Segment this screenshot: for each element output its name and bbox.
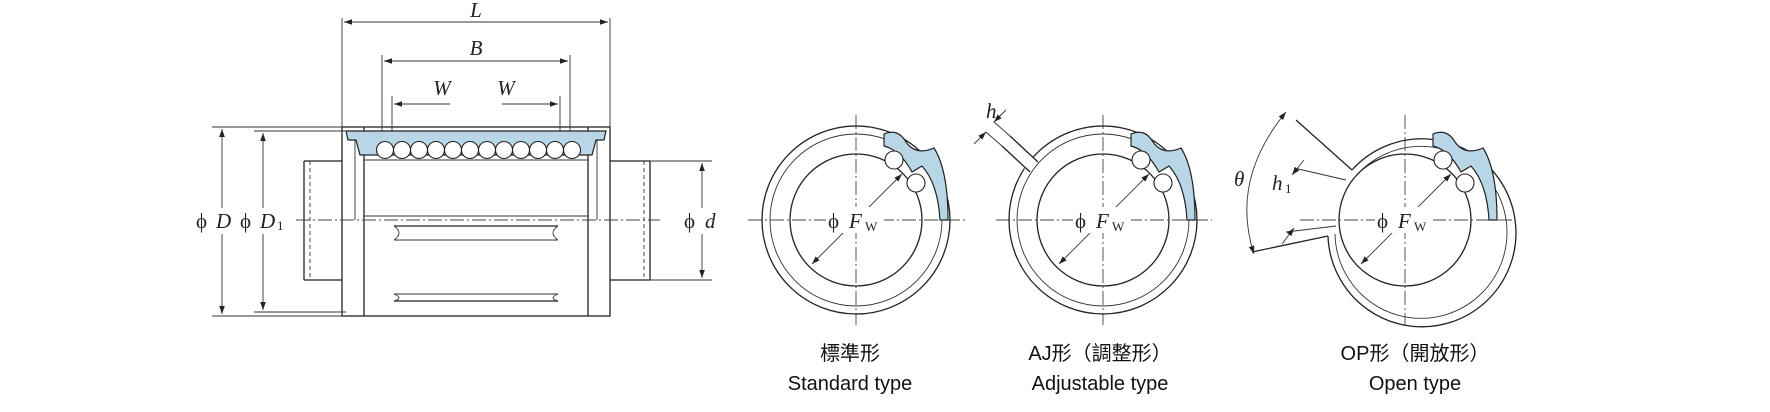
open-theta-label: θ (1234, 167, 1244, 191)
open-Fw-subscript: W (1414, 219, 1427, 234)
standard-ball (906, 173, 926, 193)
dimension-D1-subscript: 1 (277, 218, 284, 233)
adjustable-Fw-label: F (1095, 209, 1109, 233)
dimension-D1-phi: ϕ (240, 209, 251, 233)
standard-ball (884, 150, 904, 170)
adjustable-outer-ring (1008, 125, 1198, 315)
dimension-L-label: L (469, 0, 482, 22)
open-theta-arc (1246, 111, 1287, 255)
ball-row (375, 140, 582, 160)
open-bore (1338, 153, 1472, 287)
outer-sleeve-outline (341, 126, 611, 317)
adjustable-Fw-phi: ϕ (1075, 209, 1086, 233)
open-ball (1433, 150, 1453, 170)
dimension-D-label: D (215, 209, 231, 233)
standard-Fw-subscript: W (865, 219, 878, 234)
adjustable-ball (1153, 173, 1173, 193)
adjustable-bore (1036, 153, 1170, 287)
standard-caption-en: Standard type (788, 373, 913, 395)
standard-bore (789, 153, 923, 287)
standard-Fw-phi: ϕ (828, 209, 839, 233)
dimension-W-left-label: W (433, 76, 453, 100)
open-h1-subscript: 1 (1285, 181, 1292, 196)
dimension-d-label: d (705, 209, 716, 233)
adjustable-type-view: h ϕ F W AJ形（調整形） Adjustable type (973, 99, 1212, 395)
dimension-W-right-label: W (497, 76, 517, 100)
dimension-D1-label: D (259, 209, 275, 233)
open-outer-ring (1327, 138, 1517, 328)
adjustable-caption-en: Adjustable type (1032, 373, 1169, 395)
open-type-view: θ h 1 ϕ F W OP形（開放形） Open type (1234, 111, 1517, 395)
adjustable-h-label: h (986, 99, 997, 123)
standard-type-view: ϕ F W 標準形 Standard type (748, 115, 965, 395)
adjustable-ball (1131, 150, 1151, 170)
dimension-d-phi: ϕ (684, 209, 695, 233)
adjustable-Fw-subscript: W (1112, 219, 1125, 234)
open-h1-label: h (1272, 171, 1283, 195)
open-Fw-phi: ϕ (1377, 209, 1388, 233)
standard-caption-jp: 標準形 (820, 342, 880, 365)
standard-Fw-label: F (848, 209, 862, 233)
standard-outer-ring (761, 125, 951, 315)
adjustable-caption-jp: AJ形（調整形） (1028, 342, 1171, 365)
open-Fw-label: F (1397, 209, 1411, 233)
open-caption-jp: OP形（開放形） (1341, 342, 1490, 365)
adjustable-slit-edge (1009, 135, 1039, 163)
dimension-B-label: B (470, 36, 483, 60)
open-caption-en: Open type (1369, 373, 1461, 395)
side-section-view: L B W W ϕ D ϕ D 1 ϕ d (193, 0, 728, 317)
open-ball (1455, 173, 1475, 193)
dimension-D-phi: ϕ (196, 209, 207, 233)
